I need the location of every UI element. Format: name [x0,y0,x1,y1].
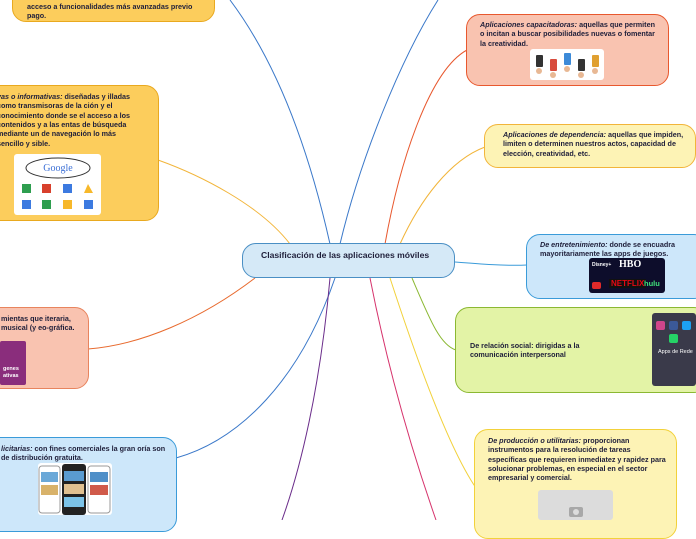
youtube-icon [592,282,601,289]
link-informativas [157,159,291,245]
node-freemium[interactable]: acceso a funcionalidades más avanzadas p… [12,0,215,22]
hands-phones-image [530,49,604,80]
link-relacion [411,277,457,351]
node-publicitarias-text: con fines comerciales la gran oría son d… [1,444,166,463]
sites-icon [84,200,93,209]
link-capacitadoras [384,49,468,245]
sheets-icon [22,184,31,193]
node-informativas-term: vas o informativas: [0,92,63,101]
node-capacitadoras-text: aquellas que permiten o incitan a buscar… [480,20,655,48]
link-bottom-right [369,277,437,520]
link-top-right [339,0,439,245]
interactive-images-image: genes ativas [0,341,26,385]
node-dependencia-term: Aplicaciones de dependencia: [503,130,607,139]
node-entretenimiento-text: donde se encuadra mayoritariamente las a… [540,240,676,259]
connector-lines [87,0,528,520]
docs-icon [22,200,31,209]
node-herramientas-text: mientas que iteraria, musical (y eo-gráf… [1,314,75,333]
node-publicitarias-term: licitarias: [1,444,33,453]
node-produccion-text: proporcionan instrumentos para la resolu… [488,436,666,483]
node-dependencia-text: aquellas que impiden, limiten o determin… [503,130,684,158]
central-topic[interactable]: Clasificación de las aplicaciones móvile… [242,243,455,278]
node-informativas-text: diseñadas y illadas como transmisoras de… [0,92,131,148]
google-apps-image: Google [14,154,101,215]
gmail-icon [42,184,51,193]
streaming-logos-image: Disney+ HBO NETFLIX hulu [589,258,665,293]
link-entretenimiento [454,261,528,266]
node-produccion[interactable]: De producción o utilitarias: proporciona… [474,429,677,539]
hbo-logo: HBO [619,259,642,270]
imagenes-label: genes [3,366,19,372]
twitter-icon [682,321,691,330]
central-title: Clasificación de las aplicaciones móvile… [261,250,430,260]
facebook-icon [669,321,678,330]
link-dependencia [399,146,486,245]
calendar-icon [63,184,72,193]
image-placeholder [538,490,613,520]
node-capacitadoras-term: Aplicaciones capacitadoras: [480,20,578,29]
node-freemium-text: acceso a funcionalidades más avanzadas p… [27,2,193,21]
link-produccion [389,277,477,489]
camera-icon [569,507,583,517]
link-publicitarias [175,277,336,459]
slides-icon [63,200,72,209]
apps-redes-label: Apps de Rede [658,349,693,355]
phones-image [38,463,112,515]
link-freemium [229,0,331,245]
sheets-icon-2 [42,200,51,209]
link-herramientas [87,277,256,350]
node-entretenimiento-term: De entretenimiento: [540,240,608,249]
interactivas-label: ativas [3,373,19,380]
node-relacion-text: De relación social: dirigidas a la comun… [470,341,580,360]
link-bottom-left [281,277,331,520]
instagram-icon [656,321,665,330]
drive-icon [84,184,93,193]
node-produccion-term: De producción o utilitarias: [488,436,582,445]
social-apps-image: Apps de Rede [652,313,696,386]
hulu-logo: hulu [644,279,660,288]
google-logo-text: Google [43,163,73,174]
node-dependencia[interactable]: Aplicaciones de dependencia: aquellas qu… [484,124,696,168]
disney-logo: Disney+ [592,262,612,268]
whatsapp-icon [669,334,678,343]
netflix-logo: NETFLIX [609,279,647,288]
